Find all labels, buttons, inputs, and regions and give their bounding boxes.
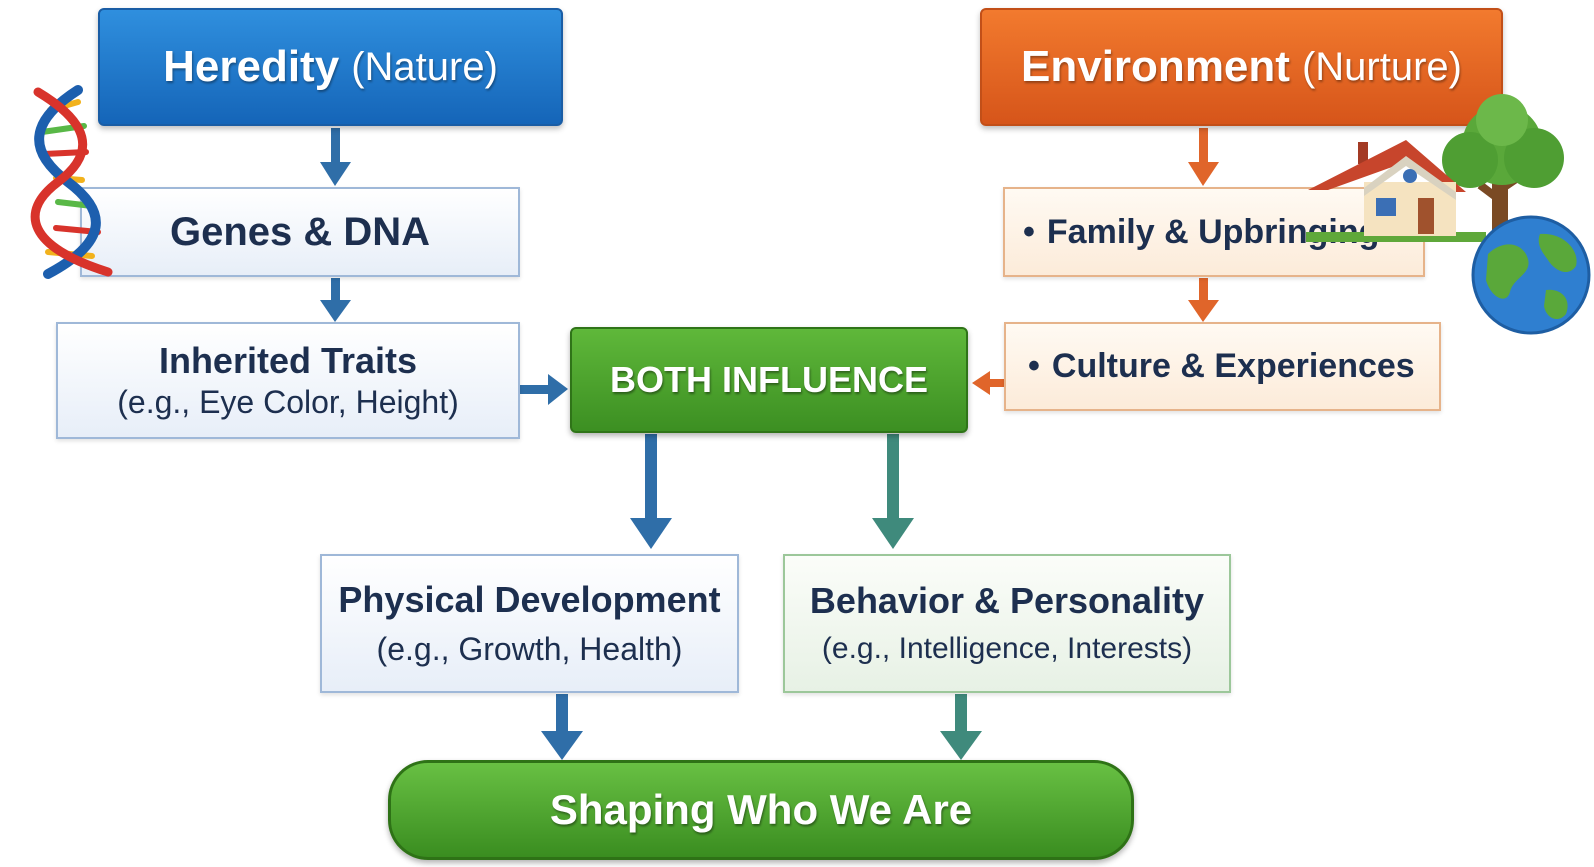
traits-example: (e.g., Eye Color, Height) [117,384,459,421]
heredity-title: Heredity [163,42,340,91]
physical-example: (e.g., Growth, Health) [376,631,683,668]
family-label: Family & Upbringing [1046,212,1380,251]
arrow-both-to-behavior [872,434,914,549]
arrow-genes-to-traits [320,278,351,322]
arrow-physical-to-result [541,694,583,760]
arrow-behavior-to-result [940,694,982,760]
behavior-box: Behavior & Personality (e.g., Intelligen… [783,554,1231,693]
behavior-title: Behavior & Personality [809,580,1205,622]
arrow-culture-to-both [972,371,1004,395]
arrow-environment-to-family [1188,128,1219,186]
result-label: Shaping Who We Are [549,786,973,833]
environment-header: Environment (Nurture) [980,8,1503,126]
arrow-both-to-physical [630,434,672,549]
physical-box: Physical Development (e.g., Growth, Heal… [320,554,739,693]
both-influence-label: BOTH INFLUENCE [610,359,928,400]
house-icon [1306,140,1486,242]
physical-title: Physical Development [338,578,721,620]
genes-label: Genes & DNA [169,210,431,254]
arrow-traits-to-both [520,374,568,405]
globe-icon [1471,215,1591,335]
genes-box: Genes & DNA [80,187,520,277]
dna-icon [30,85,113,279]
traits-box: Inherited Traits (e.g., Eye Color, Heigh… [56,322,520,439]
culture-box: • Culture & Experiences [1004,322,1441,411]
traits-title: Inherited Traits [158,339,418,381]
arrow-heredity-to-genes [320,128,351,186]
heredity-header: Heredity (Nature) [98,8,563,126]
behavior-example: (e.g., Intelligence, Interests) [821,632,1193,666]
heredity-subtitle: (Nature) [351,44,498,89]
culture-bullet: • [1028,347,1040,385]
arrow-family-to-culture [1188,278,1219,322]
environment-title: Environment [1021,42,1290,91]
culture-label: Culture & Experiences [1051,347,1415,385]
environment-subtitle: (Nurture) [1301,44,1462,89]
family-bullet: • [1023,212,1035,251]
result-pill: Shaping Who We Are [388,760,1134,860]
tree-icon [1442,94,1564,240]
both-influence-box: BOTH INFLUENCE [570,327,968,433]
